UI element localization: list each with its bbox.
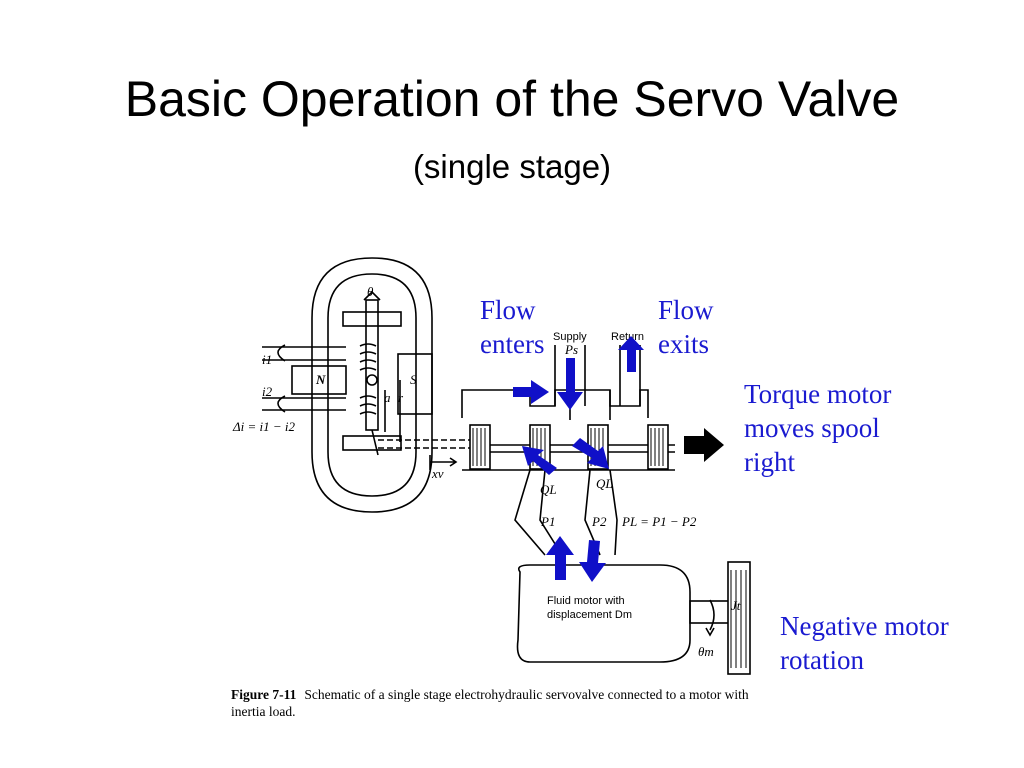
pole-piece-bottom xyxy=(342,435,402,451)
armature xyxy=(365,299,379,431)
negative-rotation-label: Negative motor rotation xyxy=(780,611,949,675)
n-pole-magnet xyxy=(291,365,347,395)
arrow-flow-in-right-icon xyxy=(572,438,609,469)
s-pole-magnet xyxy=(397,353,433,415)
flow-enters-label: Flow enters xyxy=(480,295,545,359)
arrow-return-up-icon xyxy=(618,336,644,372)
jt-label: Jt xyxy=(731,598,741,613)
theta-label: θ xyxy=(367,284,374,299)
coil xyxy=(359,343,377,415)
current-lead-i1 xyxy=(262,346,346,361)
xv-label: xv xyxy=(431,466,444,481)
slide-title: Basic Operation of the Servo Valve xyxy=(124,71,900,127)
delta-i-label: Δi = i1 − i2 xyxy=(232,419,296,434)
s-pole-label: S xyxy=(410,372,417,387)
ql-left-label: QL xyxy=(540,482,557,497)
p2-label: P2 xyxy=(591,514,607,529)
motor-shaft xyxy=(689,600,731,624)
motor-label-line1: Fluid motor with xyxy=(547,595,625,607)
n-pole-label: N xyxy=(315,372,326,387)
i2-label: i2 xyxy=(262,384,273,399)
torque-motor-label: Torque motor moves spool right xyxy=(744,379,892,477)
figure-caption-text: Schematic of a single stage electrohydra… xyxy=(231,687,749,719)
ql-right-label: QL xyxy=(596,476,613,491)
current-lead-i2 xyxy=(262,397,346,411)
torque-motor-housing xyxy=(311,257,433,513)
r-label: r xyxy=(398,390,404,405)
return-port xyxy=(619,345,641,406)
theta-m-label: θm xyxy=(698,644,714,659)
p1-label: P1 xyxy=(540,514,555,529)
motor-label-line2: displacement Dm xyxy=(547,609,632,621)
spool-hatching xyxy=(472,428,747,668)
return-label: Return xyxy=(611,331,644,343)
fluid-motor xyxy=(516,564,691,663)
pole-piece-top xyxy=(342,311,402,327)
supply-port xyxy=(554,345,586,406)
armature-pivot xyxy=(366,374,378,386)
figure-caption-number: Figure 7-11 xyxy=(231,687,297,702)
arrow-flow-out-left-icon xyxy=(522,446,557,475)
slide-subtitle: (single stage) xyxy=(412,148,612,185)
arrow-spool-right-icon xyxy=(684,428,724,462)
flow-exits-label: Flow exits xyxy=(658,295,714,359)
supply-label: Supply xyxy=(553,331,587,343)
pl-equation-label: PL = P1 − P2 xyxy=(621,514,697,529)
supply-pressure-label: Ps xyxy=(564,342,578,357)
i1-label: i1 xyxy=(262,352,272,367)
a-label: a xyxy=(384,390,391,405)
torque-motor-inner xyxy=(327,273,417,497)
arrow-p1-up-icon xyxy=(546,536,574,580)
arrow-supply-down-icon xyxy=(557,358,583,410)
inertia-load xyxy=(727,561,751,675)
arrow-supply-in-right-icon xyxy=(513,380,549,404)
arrow-p2-down-icon xyxy=(579,540,606,582)
